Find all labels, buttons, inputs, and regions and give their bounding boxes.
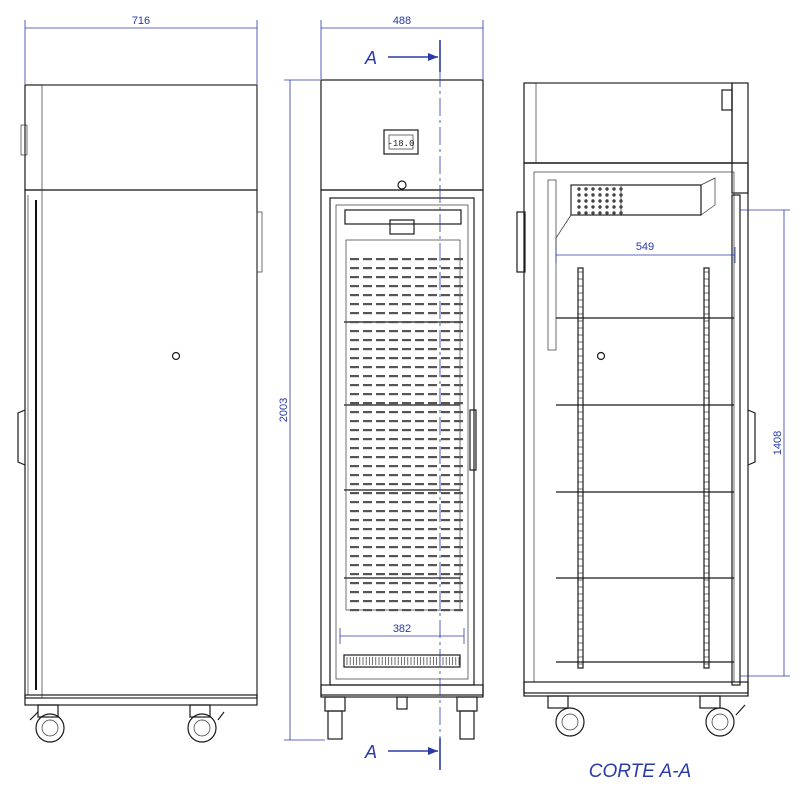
dimension-inner-width: 382 [339, 623, 465, 644]
front-width-label: 488 [393, 15, 411, 27]
inner-width-label: 382 [393, 623, 411, 635]
section-marker-top: A [364, 48, 377, 68]
side-caster-left [29, 704, 65, 743]
height-label: 2003 [278, 398, 290, 422]
front-caster-right [456, 696, 478, 740]
dimension-section-depth: 549 [555, 241, 736, 263]
section-marker-bottom: A [364, 742, 377, 762]
section-handle [747, 409, 756, 466]
rear-panel-vents [350, 258, 463, 612]
side-caster-right [187, 704, 225, 743]
side-handle [17, 409, 26, 466]
shelf-rail-ticks [578, 271, 709, 665]
section-line: A A [364, 40, 441, 770]
front-view: -18.0 [320, 79, 484, 740]
door-lock-icon [171, 351, 181, 361]
section-height-label: 1408 [772, 431, 784, 455]
dimension-front-width: 488 [320, 15, 484, 79]
dimension-side-width: 716 [24, 15, 258, 84]
dimension-height: 2003 [278, 79, 325, 741]
section-caption: CORTE A-A [589, 761, 691, 782]
dimension-section-height: 1408 [740, 209, 790, 677]
section-caster-right [699, 695, 746, 737]
temperature-display [383, 129, 419, 155]
bottom-grille [346, 657, 460, 665]
front-handle [469, 409, 477, 471]
section-lock-icon [596, 351, 606, 361]
section-view [516, 82, 756, 737]
front-caster-left [324, 696, 346, 740]
side-width-label: 716 [132, 15, 150, 27]
side-view [17, 84, 263, 743]
evaporator-coil [577, 187, 623, 215]
section-caster-left [547, 695, 585, 737]
display-readout: -18.0 [387, 139, 414, 149]
control-knob-icon [397, 180, 407, 190]
section-depth-label: 549 [636, 241, 654, 253]
